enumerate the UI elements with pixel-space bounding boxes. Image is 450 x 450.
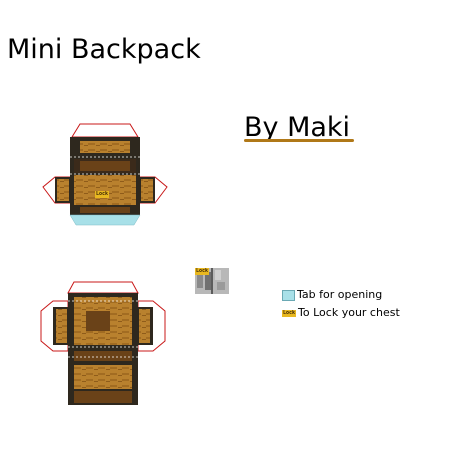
lock-piece-label: Lock [195, 268, 210, 275]
author-credit: By Maki [244, 112, 351, 143]
backpack-bottom-net [40, 281, 166, 405]
legend-row-tab: Tab for opening [282, 286, 400, 304]
tab-swatch [282, 289, 295, 301]
page-title: Mini Backpack [7, 34, 201, 65]
backpack-top-net [42, 123, 168, 226]
legend-tab-text: Tab for opening [297, 288, 383, 301]
lock-swatch: Lock [282, 309, 297, 317]
author-underline [244, 139, 354, 142]
legend: Tab for opening Lock To Lock your chest [282, 286, 400, 322]
legend-lock-text: To Lock your chest [298, 306, 400, 319]
legend-row-lock: Lock To Lock your chest [282, 304, 400, 322]
lock-latch-top: Lock [95, 191, 110, 198]
